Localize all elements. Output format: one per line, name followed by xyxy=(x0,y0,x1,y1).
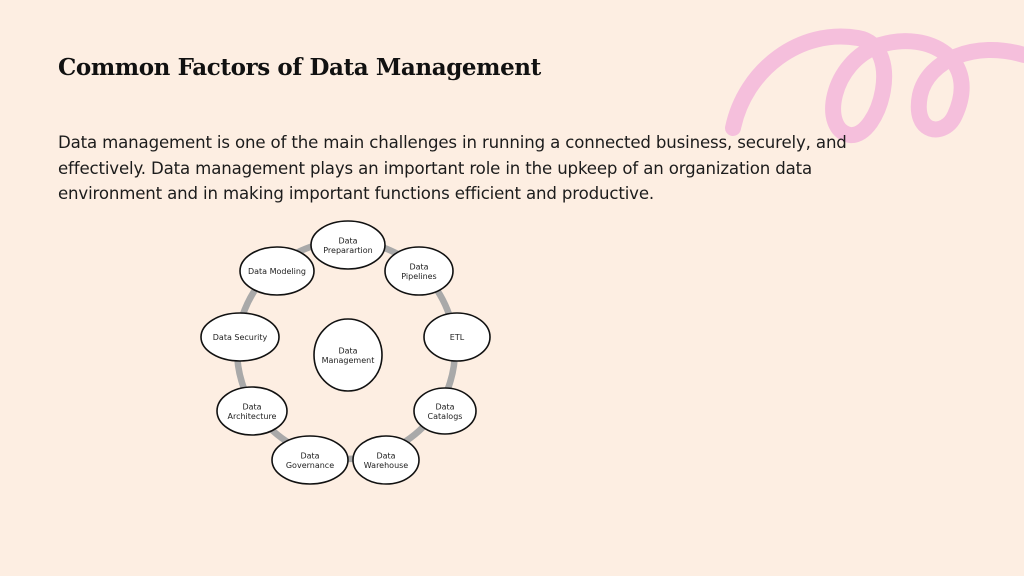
node-etl: ETL xyxy=(423,312,491,362)
node-data-warehouse-shape xyxy=(352,435,420,485)
node-etl-shape xyxy=(423,312,491,362)
node-data-catalogs-label: Catalogs xyxy=(428,412,463,421)
node-data-security-label: Data Security xyxy=(213,333,268,342)
node-data-pipelines-label: Data xyxy=(409,262,428,271)
node-data-modeling-shape xyxy=(239,246,315,296)
node-data-preparation-shape xyxy=(310,220,386,270)
node-etl-label: ETL xyxy=(450,333,465,342)
node-data-pipelines-shape xyxy=(384,246,454,296)
node-data-architecture-label: Data xyxy=(242,402,261,411)
node-data-preparation-label: Data xyxy=(338,236,357,245)
node-data-preparation-label: Preparartion xyxy=(323,246,373,255)
center-node-data-management-label: Management xyxy=(322,356,375,365)
node-data-catalogs-label: Data xyxy=(435,402,454,411)
node-data-architecture-shape xyxy=(216,386,288,436)
node-data-governance-label: Data xyxy=(300,451,319,460)
node-data-warehouse-label: Warehouse xyxy=(364,461,409,470)
center-node-data-management-label: Data xyxy=(338,346,357,355)
node-data-catalogs-shape xyxy=(413,387,477,435)
slide-title: Common Factors of Data Management xyxy=(58,54,541,81)
node-data-modeling: Data Modeling xyxy=(239,246,315,296)
node-data-security: Data Security xyxy=(200,312,280,362)
node-data-modeling-label: Data Modeling xyxy=(248,267,306,276)
node-data-warehouse-label: Data xyxy=(376,451,395,460)
node-data-governance-label: Governance xyxy=(286,461,334,470)
center-node-data-management-shape xyxy=(313,318,383,392)
slide-body-text: Data management is one of the main chall… xyxy=(58,133,847,203)
node-data-security-shape xyxy=(200,312,280,362)
node-data-architecture-label: Architecture xyxy=(228,412,277,421)
node-data-pipelines-label: Pipelines xyxy=(401,272,436,281)
node-data-governance-shape xyxy=(271,435,349,485)
